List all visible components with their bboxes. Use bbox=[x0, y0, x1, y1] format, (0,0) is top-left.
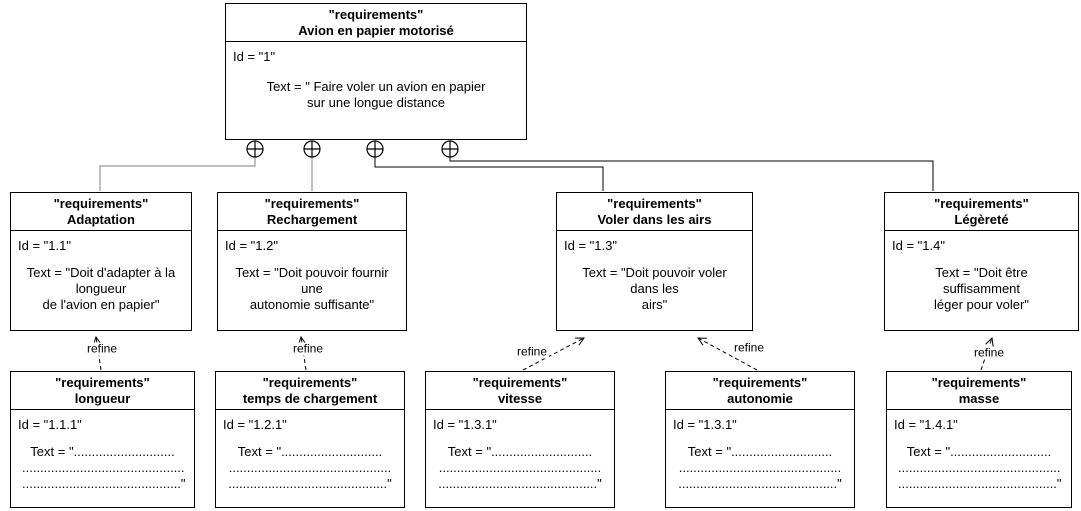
requirement-body: Id = "1.3.1" Text = "...................… bbox=[666, 410, 854, 492]
stereotype-label: "requirements" bbox=[712, 375, 808, 390]
circle-plus-icon bbox=[366, 140, 384, 158]
requirement-text: Text = "Doit être suffisamment léger pou… bbox=[934, 265, 1029, 312]
requirement-text: Text = "............................ ...… bbox=[22, 444, 186, 491]
requirement-box-temps-de-chargement[interactable]: "requirements" temps de chargement Id = … bbox=[215, 371, 405, 508]
requirement-body: Id = "1" Text = " Faire voler un avion e… bbox=[226, 42, 526, 111]
requirement-box-longueur[interactable]: "requirements" longueur Id = "1.1.1" Tex… bbox=[10, 371, 195, 508]
requirement-header: "requirements" Adaptation bbox=[11, 193, 191, 231]
requirement-title: Légèreté bbox=[954, 212, 1009, 227]
requirement-id: Id = "1.3.1" bbox=[673, 417, 737, 432]
requirement-body: Id = "1.3" Text = "Doit pouvoir voler da… bbox=[557, 231, 752, 313]
requirement-text: Text = "............................ ...… bbox=[228, 444, 392, 491]
containment-edge-voler[interactable] bbox=[374, 157, 604, 191]
requirement-id: Id = "1.2.1" bbox=[223, 417, 287, 432]
refine-edge-vitesse[interactable] bbox=[522, 337, 585, 371]
requirement-header: "requirements" autonomie bbox=[666, 372, 854, 410]
requirement-box-masse[interactable]: "requirements" masse Id = "1.4.1" Text =… bbox=[886, 371, 1072, 508]
stereotype-label: "requirements" bbox=[262, 375, 358, 390]
requirement-title: masse bbox=[958, 391, 1000, 406]
requirement-header: "requirements" longueur bbox=[11, 372, 194, 410]
circle-plus-icon bbox=[441, 140, 459, 158]
requirement-box-rechargement[interactable]: "requirements" Rechargement Id = "1.2" T… bbox=[217, 192, 407, 331]
stereotype-label: "requirements" bbox=[328, 7, 424, 22]
requirement-text: Text = "............................ ...… bbox=[678, 444, 842, 491]
requirement-title: longueur bbox=[74, 391, 131, 406]
requirement-box-vitesse[interactable]: "requirements" vitesse Id = "1.3.1" Text… bbox=[425, 371, 615, 508]
stereotype-label: "requirements" bbox=[55, 375, 150, 390]
requirement-id: Id = "1.2" bbox=[225, 238, 278, 253]
requirement-header: "requirements" temps de chargement bbox=[216, 372, 404, 410]
requirement-body: Id = "1.2" Text = "Doit pouvoir fournir … bbox=[218, 231, 406, 313]
requirement-text: Text = "............................ ...… bbox=[898, 444, 1062, 491]
requirement-box-adaptation[interactable]: "requirements" Adaptation Id = "1.1" Tex… bbox=[10, 192, 192, 331]
refine-edge-label[interactable]: refine bbox=[290, 341, 326, 356]
requirement-body: Id = "1.1.1" Text = "...................… bbox=[11, 410, 194, 492]
requirement-box-autonomie[interactable]: "requirements" autonomie Id = "1.3.1" Te… bbox=[665, 371, 855, 508]
stereotype-label: "requirements" bbox=[53, 196, 149, 211]
requirement-text: Text = "............................ ...… bbox=[438, 444, 602, 491]
circle-plus-icon bbox=[303, 140, 321, 158]
requirement-id: Id = "1.1" bbox=[18, 238, 71, 253]
requirement-title: Rechargement bbox=[266, 212, 358, 227]
requirement-title: Adaptation bbox=[67, 212, 135, 227]
requirement-body: Id = "1.3.1" Text = "...................… bbox=[426, 410, 614, 492]
refine-edge-label[interactable]: refine bbox=[971, 345, 1007, 360]
refine-edge-label[interactable]: refine bbox=[84, 341, 120, 356]
requirement-header: "requirements" Avion en papier motorisé bbox=[226, 4, 526, 42]
requirement-id: Id = "1.3.1" bbox=[433, 417, 497, 432]
requirement-id: Id = "1.4.1" bbox=[894, 417, 958, 432]
requirement-body: Id = "1.2.1" Text = "...................… bbox=[216, 410, 404, 492]
requirement-text: Text = " Faire voler un avion en papier … bbox=[266, 79, 486, 110]
stereotype-label: "requirements" bbox=[934, 196, 1029, 211]
stereotype-label: "requirements" bbox=[472, 375, 568, 390]
containment-edge-legerete[interactable] bbox=[449, 157, 934, 191]
requirement-text: Text = "Doit d'adapter à la longueur de … bbox=[26, 265, 176, 312]
requirement-body: Id = "1.4.1" Text = "...................… bbox=[887, 410, 1071, 492]
requirement-title: temps de chargement bbox=[242, 391, 378, 406]
requirement-title: vitesse bbox=[497, 391, 543, 406]
requirement-box-legerete[interactable]: "requirements" Légèreté Id = "1.4" Text … bbox=[884, 192, 1079, 331]
requirement-header: "requirements" masse bbox=[887, 372, 1071, 410]
requirement-title: Voler dans les airs bbox=[597, 212, 712, 227]
requirement-header: "requirements" Voler dans les airs bbox=[557, 193, 752, 231]
requirement-title: autonomie bbox=[727, 391, 793, 406]
requirement-box-avion-en-papier-motorise[interactable]: "requirements" Avion en papier motorisé … bbox=[225, 3, 527, 140]
refine-edge-label[interactable]: refine bbox=[731, 340, 767, 355]
requirement-text: Text = "Doit pouvoir voler dans les airs… bbox=[582, 265, 727, 312]
requirement-id: Id = "1.4" bbox=[892, 238, 945, 253]
stereotype-label: "requirements" bbox=[931, 375, 1027, 390]
requirement-id: Id = "1" bbox=[233, 49, 276, 64]
requirement-header: "requirements" Rechargement bbox=[218, 193, 406, 231]
containment-edge-adaptation[interactable] bbox=[99, 157, 256, 191]
stereotype-label: "requirements" bbox=[264, 196, 360, 211]
stereotype-label: "requirements" bbox=[607, 196, 702, 211]
refine-edge-label[interactable]: refine bbox=[514, 344, 550, 359]
requirement-text: Text = "Doit pouvoir fournir une autonom… bbox=[235, 265, 389, 312]
requirement-body: Id = "1.4" Text = "Doit être suffisammen… bbox=[885, 231, 1078, 313]
requirement-body: Id = "1.1" Text = "Doit d'adapter à la l… bbox=[11, 231, 191, 313]
requirement-header: "requirements" Légèreté bbox=[885, 193, 1078, 231]
requirement-id: Id = "1.1.1" bbox=[18, 417, 82, 432]
requirement-id: Id = "1.3" bbox=[564, 238, 617, 253]
requirement-box-voler-dans-les-airs[interactable]: "requirements" Voler dans les airs Id = … bbox=[556, 192, 753, 331]
requirement-header: "requirements" vitesse bbox=[426, 372, 614, 410]
circle-plus-icon bbox=[246, 140, 264, 158]
requirement-title: Avion en papier motorisé bbox=[298, 23, 454, 38]
